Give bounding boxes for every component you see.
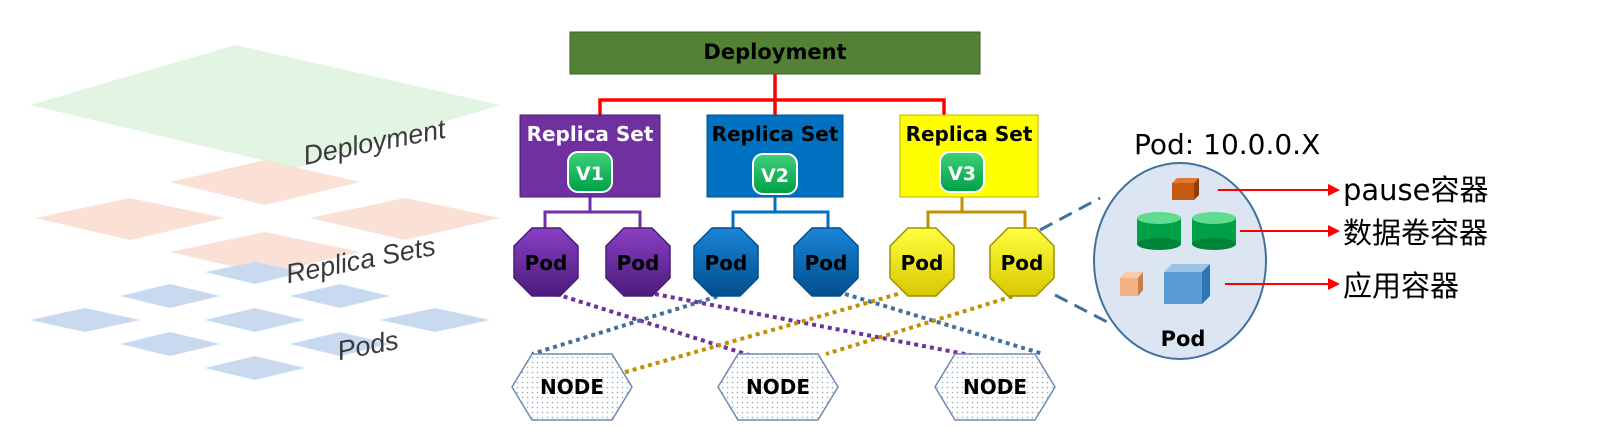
pod-plane [120, 332, 220, 356]
legend-volume-container: 数据卷容器 [1343, 216, 1488, 250]
pod-detail-title: Pod: 10.0.0.X [1134, 128, 1320, 161]
layer-illustration: Deployment Replica Sets Pods [30, 45, 500, 380]
legend-app-container: 应用容器 [1343, 269, 1459, 303]
replica-set-v3: Replica Set V3 [899, 114, 1039, 198]
pod-plane [205, 262, 305, 284]
pod-plane [30, 308, 140, 332]
deployment-layer-plane [30, 45, 500, 168]
version-badge [567, 151, 613, 193]
pod-octagon: Pod [793, 227, 859, 297]
replica-set-label: Replica Set [712, 122, 839, 146]
replica-plane [310, 198, 500, 240]
pods-layer-label: Pods [335, 325, 401, 366]
node-hexagon: NODE [717, 353, 839, 421]
pod-octagon: Pod [889, 227, 955, 297]
app-container-icon [1164, 264, 1210, 304]
link-purple [654, 292, 976, 358]
pod-plane [290, 332, 390, 356]
replica-plane [170, 160, 360, 205]
replica-plane [35, 198, 225, 240]
pod-plane [205, 308, 305, 332]
version-badge [939, 151, 985, 193]
version-label: V3 [948, 163, 976, 185]
replica-sets-layer-label: Replica Sets [283, 231, 438, 289]
version-label: V2 [761, 165, 789, 187]
pods-layer [30, 262, 490, 380]
pause-container-icon [1172, 178, 1199, 200]
deployment-connectors [598, 74, 946, 115]
legend-arrows [1218, 184, 1340, 290]
pod-plane [380, 308, 490, 332]
replica-set-v2: Replica Set V2 [706, 114, 844, 198]
node-hexagon: NODE [934, 353, 1056, 421]
pod-circle-label: Pod [1161, 327, 1206, 351]
version-label: V1 [576, 163, 604, 185]
pod-octagon: Pod [513, 227, 579, 297]
replica-plane [170, 232, 360, 274]
pod-label: Pod [1001, 251, 1044, 275]
pod-detail: Pod: 10.0.0.X Pod [1039, 128, 1489, 360]
pod-node-links [531, 292, 1044, 375]
replica-set-v1: Replica Set V1 [519, 114, 661, 198]
link-yellow [825, 292, 1021, 356]
node-label: NODE [540, 375, 604, 399]
volume-container-icon [1192, 212, 1236, 250]
rs-pod-connectors [543, 197, 1027, 228]
pod-plane [120, 284, 220, 308]
node-label: NODE [746, 375, 810, 399]
zoom-line [1039, 196, 1101, 232]
pod-octagon: Pod [693, 227, 759, 297]
volume-container-icon [1137, 212, 1181, 250]
pod-label: Pod [617, 251, 660, 275]
zoom-line [1054, 293, 1114, 327]
pod-label: Pod [525, 251, 568, 275]
deployment-label: Deployment [703, 40, 846, 64]
pod-label: Pod [805, 251, 848, 275]
pod-label: Pod [705, 251, 748, 275]
link-blue [844, 292, 1044, 356]
link-purple [555, 292, 753, 358]
node-hexagon: NODE [511, 353, 633, 421]
legend-pause-container: pause容器 [1343, 173, 1489, 207]
version-badge [752, 153, 798, 195]
link-blue [531, 292, 726, 356]
replica-set-label: Replica Set [906, 122, 1033, 146]
app-container-icon [1120, 272, 1143, 296]
deployment-box: Deployment [569, 31, 981, 75]
pod-plane [205, 356, 305, 380]
pod-circle [1093, 162, 1267, 360]
pod-label: Pod [901, 251, 944, 275]
replica-set-label: Replica Set [527, 122, 654, 146]
node-label: NODE [963, 375, 1027, 399]
pod-plane [290, 284, 390, 308]
replica-sets-layer [35, 160, 500, 274]
pod-octagon: Pod [605, 227, 671, 297]
pod-octagon: Pod [989, 227, 1055, 297]
